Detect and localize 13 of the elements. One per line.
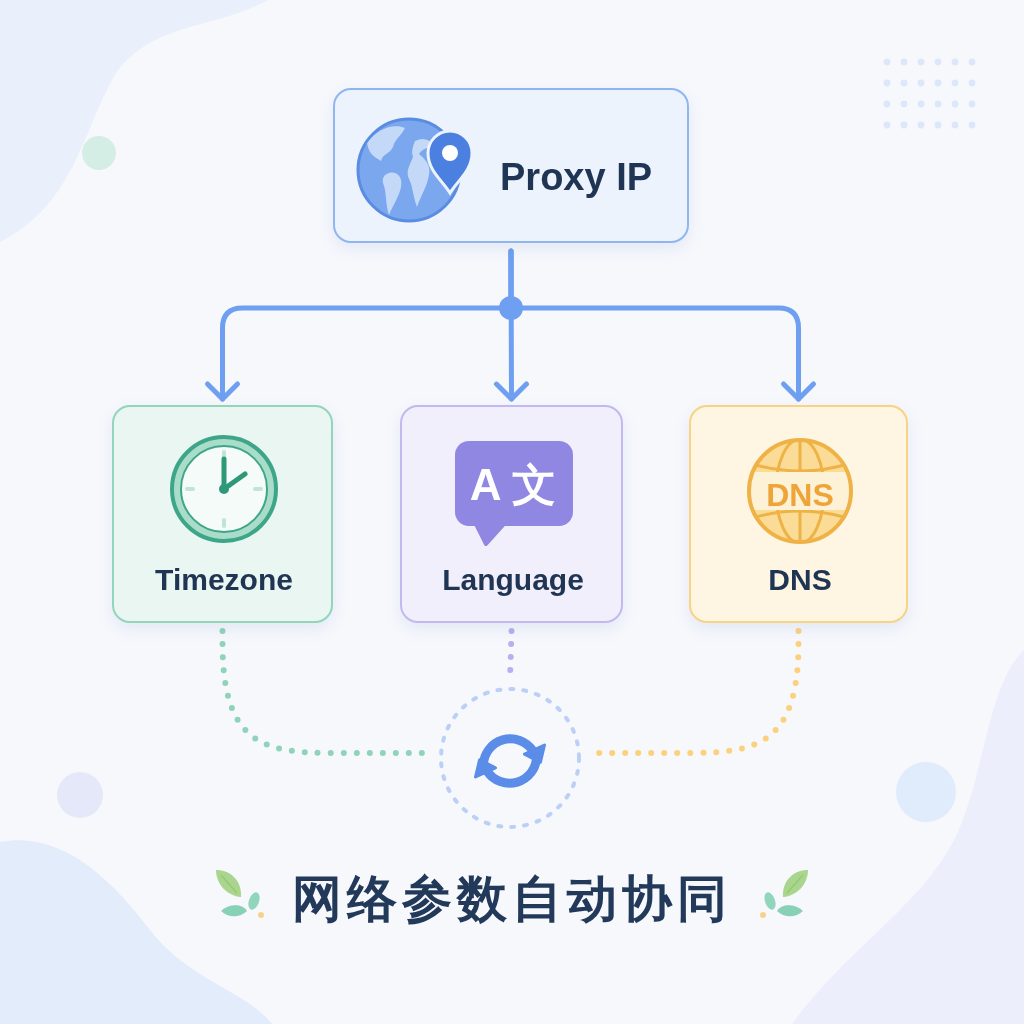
icon-text: A 文 <box>469 460 557 510</box>
title: 网络参数自动协同 <box>292 870 732 929</box>
node-label: Proxy IP <box>500 155 653 200</box>
dotted-circle <box>439 687 581 829</box>
rounded-box <box>400 405 623 623</box>
node-label: Timezone <box>155 562 293 598</box>
rounded-box <box>333 88 689 243</box>
icon-text: DNS <box>766 477 834 513</box>
arrow <box>508 248 816 402</box>
node-label: DNS <box>768 562 832 598</box>
node-label: Language <box>442 562 584 598</box>
rounded-box <box>112 405 333 623</box>
rounded-box <box>689 405 908 623</box>
